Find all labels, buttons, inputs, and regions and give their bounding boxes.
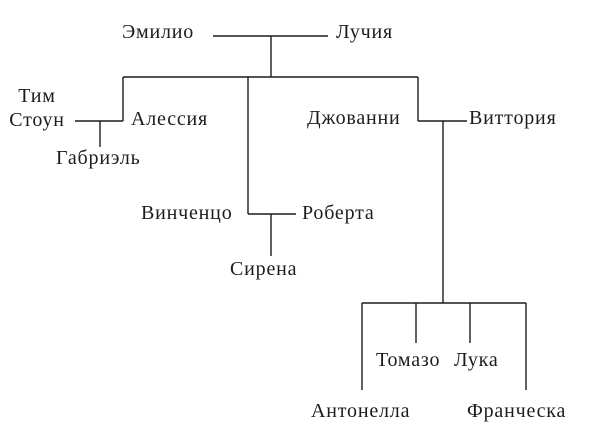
person-vittoria: Виттория [469,107,557,129]
person-giovanni: Джованни [307,107,401,129]
person-roberta: Роберта [302,202,375,224]
person-sirena: Сирена [230,258,298,280]
person-antonella: Антонелла [311,400,411,422]
person-vincenzo: Винченцо [141,202,233,224]
person-gabriel: Габриэль [56,147,141,169]
person-tomazo: Томазо [376,349,441,371]
person-luchia: Лучия [336,21,394,43]
person-alessia: Алессия [131,108,209,130]
person-tim-stoun: Тим Стоун [9,85,65,131]
person-luka: Лука [454,349,499,371]
person-emilio: Эмилио [122,21,195,43]
person-francheska: Франческа [467,400,567,422]
